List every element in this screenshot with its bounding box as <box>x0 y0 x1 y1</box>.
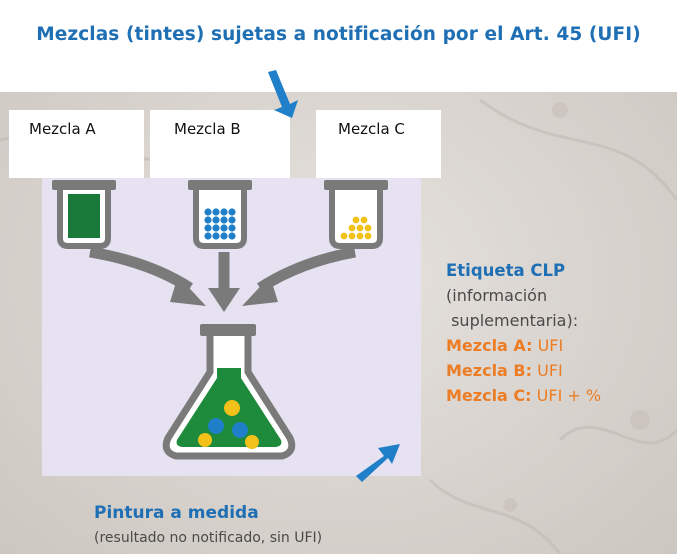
clp-label-info: Etiqueta CLP (información suplementaria)… <box>446 258 676 408</box>
mixture-label-a: Mezcla A <box>29 120 96 138</box>
clp-entry-c-name: Mezcla C: <box>446 386 532 405</box>
merge-arrowheads-icon <box>170 276 278 312</box>
arrow-down-icon <box>268 70 298 118</box>
clp-line-1: (información <box>446 286 548 305</box>
mixture-label-c: Mezcla C <box>338 120 405 138</box>
clp-entry-b-name: Mezcla B: <box>446 361 533 380</box>
mixture-box-c: Mezcla C <box>316 110 441 178</box>
clp-heading: Etiqueta CLP <box>446 261 566 280</box>
beaker-b-icon <box>188 180 252 249</box>
result-title: Pintura a medida <box>94 503 259 523</box>
clp-entry-c-value: UFI + % <box>531 386 602 405</box>
clp-entry-b-value: UFI <box>532 361 563 380</box>
clp-entry-b: Mezcla B: UFI <box>446 358 676 383</box>
flask-icon <box>162 324 296 460</box>
mixture-label-b: Mezcla B <box>174 120 241 138</box>
clp-entry-a: Mezcla A: UFI <box>446 333 676 358</box>
arrow-diagonal-icon <box>356 444 400 482</box>
merge-arrows-icon <box>89 246 356 293</box>
mixture-box-a: Mezcla A <box>9 110 144 178</box>
title-band <box>0 0 677 92</box>
beaker-a-icon <box>52 180 116 249</box>
clp-entry-c: Mezcla C: UFI + % <box>446 383 676 408</box>
beaker-c-icon <box>324 180 388 249</box>
page-title: Mezclas (tintes) sujetas a notificación … <box>36 24 641 45</box>
clp-line-2: suplementaria): <box>446 311 579 330</box>
mixture-box-b: Mezcla B <box>150 110 290 178</box>
clp-entry-a-value: UFI <box>532 336 564 355</box>
result-subtitle: (resultado no notificado, sin UFI) <box>94 530 323 546</box>
clp-entry-a-name: Mezcla A: <box>446 336 533 355</box>
